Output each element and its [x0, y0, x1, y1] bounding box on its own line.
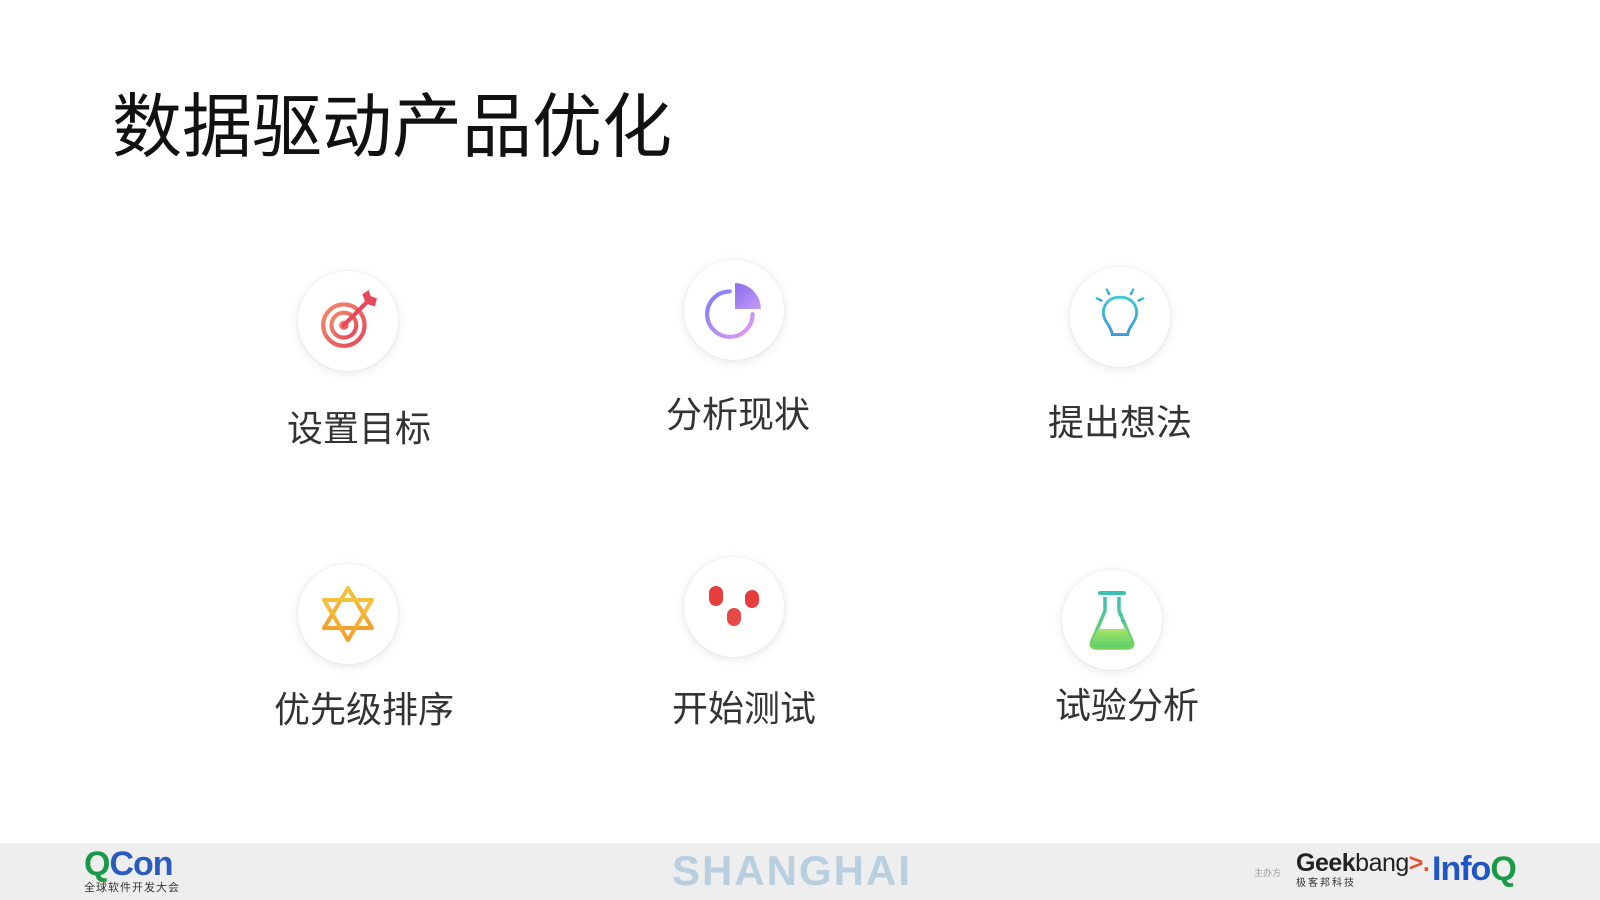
qcon-con: Con [109, 845, 173, 883]
qcon-subtitle: 全球软件开发大会 [84, 881, 180, 894]
lightbulb-icon-circle [1070, 267, 1170, 367]
geekbang-wordmark: Geekbang>. [1296, 849, 1430, 877]
footer-bar: QCon 全球软件开发大会 SHANGHAI 主办方 Geekbang>. 极客… [0, 843, 1600, 900]
target-icon [321, 290, 377, 348]
sliders-icon-circle [684, 557, 784, 657]
step-label: 分析现状 [666, 395, 811, 436]
lightbulb-icon [1091, 284, 1149, 348]
pie-chart-icon [705, 283, 761, 339]
star-of-david-icon [322, 586, 374, 642]
geekbang-logo: Geekbang>. 极客邦科技 [1296, 849, 1430, 889]
flask-icon [1089, 591, 1135, 650]
geek-part-b: k [1341, 849, 1356, 877]
sponsor-label: 主办方 [1254, 869, 1282, 879]
sliders-icon [709, 576, 759, 638]
step-label: 设置目标 [287, 409, 432, 450]
step-label: 提出想法 [1048, 403, 1193, 444]
geekbang-subtitle: 极客邦科技 [1296, 878, 1356, 889]
infoq-logo: InfoQ [1432, 850, 1517, 888]
target-icon-circle [298, 271, 398, 371]
star-icon-circle [298, 564, 398, 664]
geek-arrow: >. [1408, 849, 1430, 877]
step-label: 开始测试 [672, 689, 817, 730]
geek-part-c: bang [1355, 849, 1409, 877]
infoq-part-a: Info [1432, 850, 1491, 888]
step-label: 试验分析 [1055, 686, 1200, 727]
infoq-part-b: Q [1490, 850, 1516, 888]
qcon-logo: QCon 全球软件开发大会 [84, 847, 180, 895]
slide-title: 数据驱动产品优化 [112, 86, 672, 168]
step-label: 优先级排序 [274, 690, 455, 731]
qcon-wordmark: QCon [84, 847, 180, 881]
flask-icon-circle [1062, 570, 1162, 670]
qcon-q: Q [84, 845, 110, 883]
geek-part-a: Gee [1296, 849, 1342, 877]
pie-chart-icon-circle [684, 260, 784, 360]
city-name: SHANGHAI [672, 847, 913, 894]
